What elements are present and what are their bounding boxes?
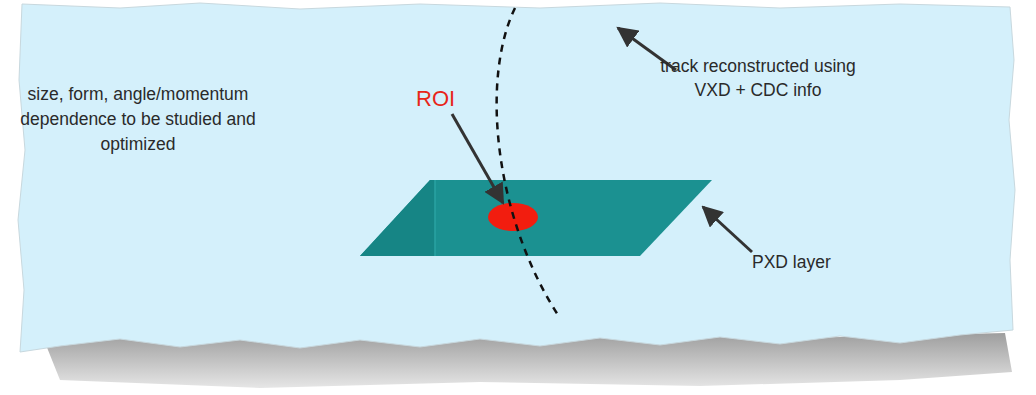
roi-leader-arrow xyxy=(452,114,503,203)
pxd-layer-plane xyxy=(360,180,712,256)
pxd-leader-arrow xyxy=(703,207,752,252)
annotation-note: track reconstructed using VXD + CDC info xyxy=(660,54,856,102)
track-arc xyxy=(497,8,560,318)
pxd-layer-edge-panel xyxy=(360,180,435,256)
pxd-panel-divider xyxy=(434,180,436,256)
callout-label: PXD layer xyxy=(752,250,872,274)
callout-label: ROI xyxy=(416,86,496,112)
torn-paper xyxy=(18,3,1015,352)
annotation-note: size, form, angle/momentum dependence to… xyxy=(20,82,256,157)
